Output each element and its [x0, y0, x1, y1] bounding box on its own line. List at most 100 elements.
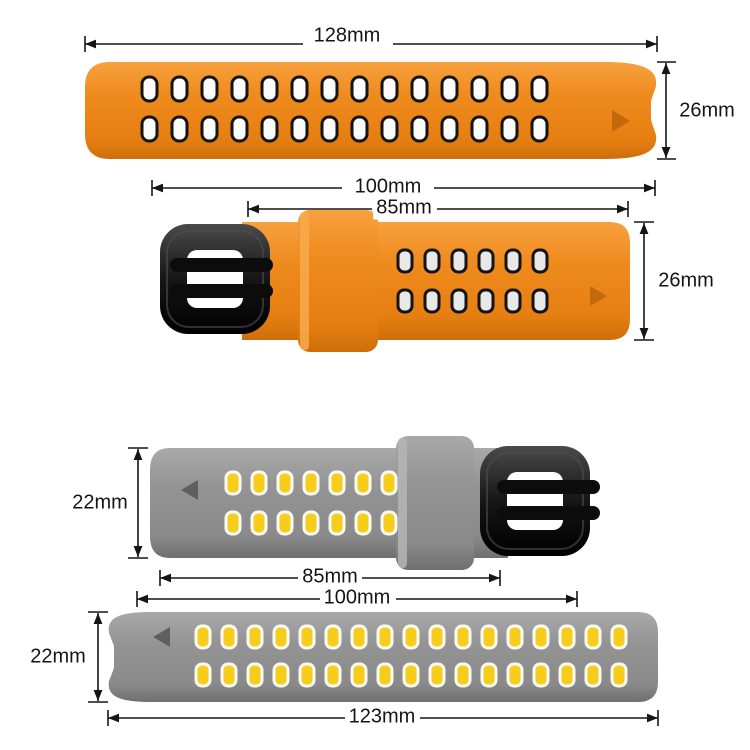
strap-hole	[532, 662, 550, 688]
strap-hole	[324, 662, 342, 688]
band2-height-label: 26mm	[655, 269, 717, 293]
strap-hole	[290, 75, 309, 103]
strap-hole	[194, 624, 212, 650]
strap-hole	[220, 624, 238, 650]
band1-height-label: 26mm	[676, 99, 738, 123]
strap-hole	[532, 624, 550, 650]
strap-hole	[504, 248, 522, 274]
band2-keeper	[298, 210, 378, 352]
strap-hole	[500, 115, 519, 143]
strap-hole	[200, 75, 219, 103]
strap-hole	[454, 624, 472, 650]
strap-hole	[506, 624, 524, 650]
band1-strap-body	[85, 62, 657, 159]
band2-buckle	[160, 224, 273, 334]
band3-holes	[224, 470, 398, 536]
band3-height-dimension	[128, 447, 148, 559]
strap-hole	[380, 470, 398, 496]
band4-gray-strap	[108, 612, 658, 702]
strap-hole	[380, 75, 399, 103]
strap-hole	[224, 470, 242, 496]
band3-inner-width-label: 85mm	[299, 565, 361, 589]
strap-hole	[558, 662, 576, 688]
strap-hole	[230, 115, 249, 143]
strap-hole	[224, 510, 242, 536]
strap-hole	[531, 248, 549, 274]
strap-hole	[450, 288, 468, 314]
strap-hole	[380, 115, 399, 143]
strap-hole	[350, 624, 368, 650]
strap-hole	[477, 288, 495, 314]
strap-hole	[584, 624, 602, 650]
strap-hole	[170, 75, 189, 103]
band1-holes	[140, 75, 549, 143]
strap-hole	[450, 248, 468, 274]
buckle-frame-highlight	[166, 230, 264, 328]
strap-hole	[504, 288, 522, 314]
strap-hole	[272, 662, 290, 688]
strap-hole	[302, 510, 320, 536]
band1-triangle-marker	[612, 110, 630, 132]
band4-height-dimension	[88, 611, 108, 703]
band2-inner-width-label: 85mm	[373, 196, 435, 220]
strap-hole	[500, 75, 519, 103]
strap-hole	[454, 662, 472, 688]
strap-hole	[402, 662, 420, 688]
strap-hole	[380, 510, 398, 536]
strap-hole	[350, 662, 368, 688]
band2-holes	[396, 248, 549, 314]
band2-keeper-highlight	[300, 212, 309, 350]
band3-keeper	[396, 436, 474, 570]
band2-outer-width-label: 100mm	[351, 175, 425, 199]
band3-triangle-marker	[181, 480, 198, 500]
strap-hole	[140, 75, 159, 103]
strap-hole	[350, 115, 369, 143]
strap-hole	[440, 115, 459, 143]
strap-hole	[477, 248, 495, 274]
strap-hole	[610, 662, 628, 688]
band2-triangle-marker	[590, 286, 607, 306]
strap-hole	[272, 624, 290, 650]
strap-hole	[530, 75, 549, 103]
strap-hole	[250, 470, 268, 496]
band3-inner-width-dimension	[159, 570, 501, 586]
band2-outer-width-dimension	[151, 180, 656, 196]
strap-hole	[423, 248, 441, 274]
band3-height-label: 22mm	[69, 491, 131, 515]
strap-hole	[194, 662, 212, 688]
strap-hole	[260, 115, 279, 143]
strap-hole	[506, 662, 524, 688]
strap-hole	[246, 662, 264, 688]
strap-hole	[200, 115, 219, 143]
strap-hole	[260, 75, 279, 103]
strap-hole	[531, 288, 549, 314]
band4-height-label: 22mm	[27, 645, 89, 669]
strap-hole	[328, 510, 346, 536]
strap-hole	[324, 624, 342, 650]
strap-hole	[354, 510, 372, 536]
band4-triangle-marker	[153, 627, 170, 647]
strap-hole	[170, 115, 189, 143]
strap-hole	[396, 248, 414, 274]
strap-hole	[328, 470, 346, 496]
band1-width-label: 128mm	[310, 24, 384, 48]
band2-orange-strap-with-buckle	[160, 210, 630, 352]
strap-hole	[298, 662, 316, 688]
band2-inner-width-dimension	[247, 201, 629, 217]
band4-width-dimension	[107, 710, 659, 726]
strap-hole	[480, 624, 498, 650]
strap-hole	[350, 75, 369, 103]
strap-hole	[428, 662, 446, 688]
strap-hole	[246, 624, 264, 650]
strap-hole	[558, 624, 576, 650]
strap-hole	[402, 624, 420, 650]
strap-hole	[530, 115, 549, 143]
strap-hole	[470, 115, 489, 143]
band4-width-label: 123mm	[345, 705, 419, 729]
strap-hole	[376, 624, 394, 650]
buckle-prong-bar	[170, 284, 273, 298]
strap-hole	[276, 470, 294, 496]
strap-hole	[584, 662, 602, 688]
strap-hole	[610, 624, 628, 650]
band3-outer-width-label: 100mm	[320, 586, 394, 610]
